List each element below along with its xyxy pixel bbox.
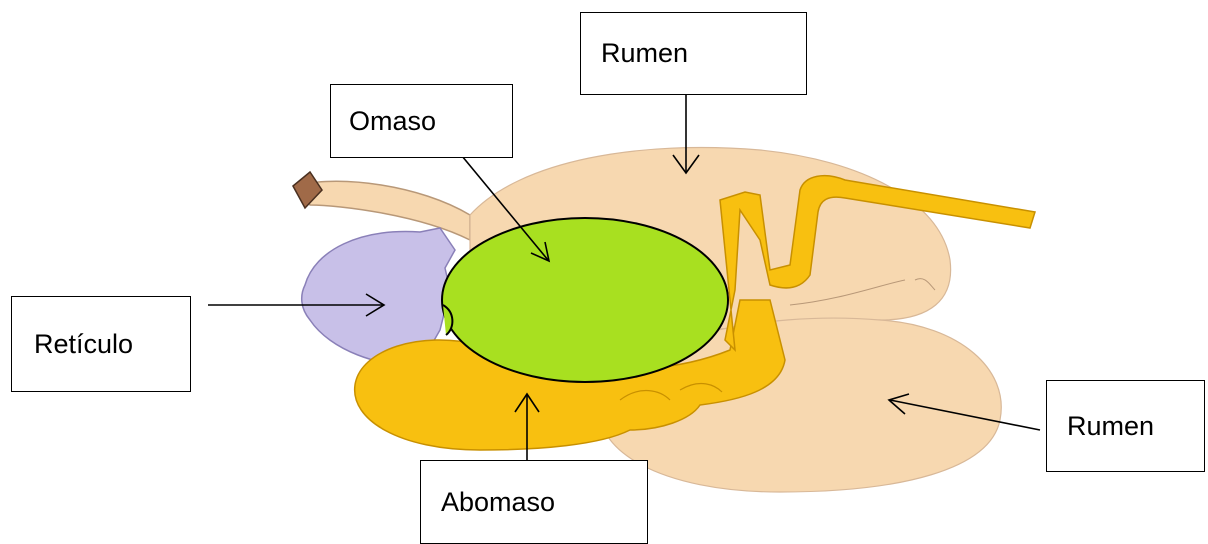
esophagus — [300, 181, 470, 240]
label-rumen-top-text: Rumen — [601, 38, 688, 69]
label-omaso: Omaso — [330, 84, 513, 158]
omaso-organ — [442, 218, 728, 382]
label-rumen-top: Rumen — [580, 12, 807, 95]
label-rumen-right-text: Rumen — [1067, 411, 1154, 442]
label-abomaso: Abomaso — [420, 460, 648, 544]
label-reticulo: Retículo — [11, 296, 191, 392]
label-omaso-text: Omaso — [349, 106, 436, 137]
label-rumen-right: Rumen — [1046, 380, 1205, 472]
label-reticulo-text: Retículo — [34, 329, 133, 360]
label-abomaso-text: Abomaso — [441, 487, 555, 518]
